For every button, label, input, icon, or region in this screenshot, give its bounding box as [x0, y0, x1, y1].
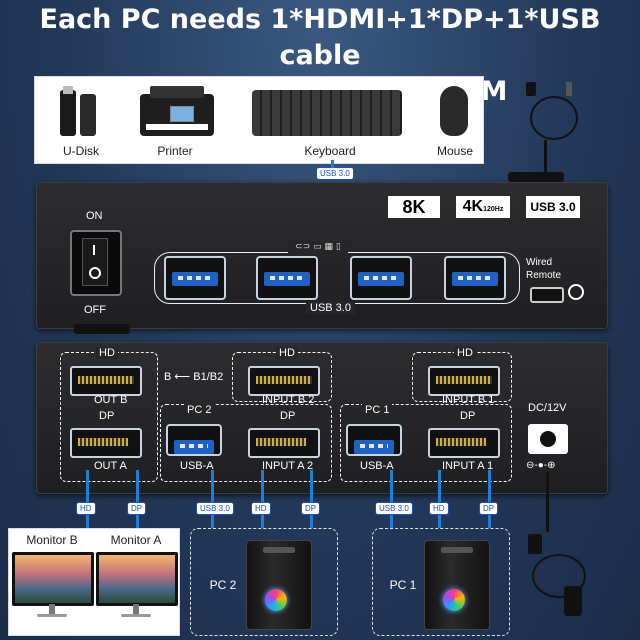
pc1-input-b-label: INPUT B 1	[442, 394, 495, 406]
out-dp-label: DP	[99, 410, 115, 422]
out-a-label: OUT A	[94, 460, 127, 472]
usb-device-icons: ⊂⊃ ▭ ▦ ▯	[288, 242, 348, 254]
power-on-label: ON	[86, 210, 103, 222]
usb-port-4	[444, 256, 506, 300]
pc1-group-outline	[340, 404, 512, 482]
pc2-label-rear: PC 2	[184, 404, 215, 416]
monitor-b-label: Monitor B	[26, 533, 78, 547]
pc2-tower-icon	[246, 540, 312, 630]
pc2-label: PC 2	[209, 578, 237, 592]
out-b-label: OUT B	[94, 394, 128, 406]
pc1-input-a-label: INPUT A 1	[442, 460, 494, 472]
badge-usb: USB 3.0	[526, 196, 580, 218]
usb-group-label: USB 3.0	[306, 302, 355, 314]
cable-out-dp	[136, 470, 139, 528]
badge-4k-text: 4K	[462, 198, 484, 215]
device-foot-left	[74, 324, 130, 334]
peripheral-label-keyboard: Keyboard	[304, 144, 356, 158]
mouse-icon	[440, 86, 468, 136]
tag-pc2-usb: USB 3.0	[196, 502, 234, 515]
peripheral-label-udisk: U-Disk	[63, 144, 99, 158]
tag-pc1-dp: DP	[479, 502, 499, 515]
out-b-hdmi-port	[70, 366, 142, 396]
power-switch[interactable]	[70, 230, 122, 296]
wired-remote-label: Wired Remote	[526, 257, 562, 281]
cable-pc2-hd	[261, 470, 264, 528]
cable-pc2-usb	[211, 470, 214, 528]
printer-icon	[136, 84, 218, 142]
wired-remote-port	[530, 287, 564, 303]
power-adapter-icon	[528, 534, 588, 620]
pc2-input-b-label: INPUT B 2	[262, 394, 315, 406]
pc2-input-a-label: INPUT A 2	[262, 460, 314, 472]
badge-4k: 4K120Hz	[456, 196, 510, 218]
dc-polarity-symbol: ⊖-●-⊕	[526, 460, 556, 471]
monitor-a-base	[121, 614, 151, 617]
out-hd-label: HD	[96, 347, 118, 359]
cable-pc1-dp	[488, 470, 491, 528]
monitor-a-stand	[133, 604, 139, 614]
dc-power-label: DC/12V	[528, 402, 567, 414]
pc1-hd-label: HD	[454, 347, 476, 359]
cable-out-hd	[86, 470, 89, 528]
pc1-label: PC 1	[389, 578, 417, 592]
arrow-left-icon: ⟵	[174, 371, 194, 383]
remote-cable	[544, 140, 547, 184]
monitor-b-base	[37, 614, 67, 617]
peripheral-label-printer: Printer	[157, 144, 193, 158]
usb-port-1	[164, 256, 226, 300]
wired-remote-icon	[520, 78, 580, 140]
b-switch-target: B1/B2	[193, 371, 224, 383]
monitor-b-icon	[12, 552, 94, 606]
tag-pc2-hd: HD	[251, 502, 271, 515]
pc2-group-outline	[160, 404, 332, 482]
headline-line1: Each PC needs 1*HDMI+1*DP+1*USB cable	[39, 4, 601, 71]
remote-plug-icon	[568, 284, 584, 300]
tag-pc1-usb: USB 3.0	[375, 502, 413, 515]
usb-port-2	[256, 256, 318, 300]
pc2-dp-port	[248, 428, 320, 458]
pc1-box	[372, 528, 510, 636]
monitor-a-label: Monitor A	[110, 533, 162, 547]
pc1-dp-port	[428, 428, 500, 458]
cable-pc2-dp	[310, 470, 313, 528]
cable-pc1-hd	[438, 470, 441, 528]
power-cable	[546, 472, 549, 532]
keyboard-icon	[252, 90, 402, 136]
pc1-label-rear: PC 1	[362, 404, 393, 416]
usb-port-3	[350, 256, 412, 300]
pc1-tower-icon	[424, 540, 490, 630]
out-a-dp-port	[70, 428, 142, 458]
tag-pc2-dp: DP	[301, 502, 321, 515]
usb-cable-tag-top: USB 3.0	[316, 167, 354, 180]
pc2-box	[190, 528, 338, 636]
pc2-dp-label: DP	[280, 410, 296, 422]
usb-drive-icon	[56, 86, 102, 138]
cable-pc1-usb	[390, 470, 393, 528]
tag-out-hd: HD	[76, 502, 96, 515]
pc1-hdmi-port	[428, 366, 500, 396]
monitor-b-stand	[49, 604, 55, 614]
tag-out-dp: DP	[127, 502, 147, 515]
usb-cable-top	[331, 160, 334, 168]
badge-8k: 8K	[388, 196, 440, 218]
pc2-usb-a-label: USB-A	[180, 460, 214, 472]
power-off-label: OFF	[84, 304, 106, 316]
tag-pc1-hd: HD	[429, 502, 449, 515]
b-switch-indicator: B ⟵ B1/B2	[164, 370, 223, 383]
pc1-dp-label: DP	[460, 410, 476, 422]
device-foot-right	[508, 172, 564, 182]
badge-120hz-text: 120Hz	[483, 206, 504, 213]
pc2-usb-a-port	[166, 424, 222, 456]
b-switch-label: B	[164, 371, 172, 383]
pc2-hdmi-port	[248, 366, 320, 396]
dc-power-jack	[528, 424, 568, 454]
monitor-a-icon	[96, 552, 178, 606]
pc1-usb-a-label: USB-A	[360, 460, 394, 472]
peripheral-label-mouse: Mouse	[436, 144, 474, 158]
pc2-hd-label: HD	[276, 347, 298, 359]
pc1-usb-a-port	[346, 424, 402, 456]
